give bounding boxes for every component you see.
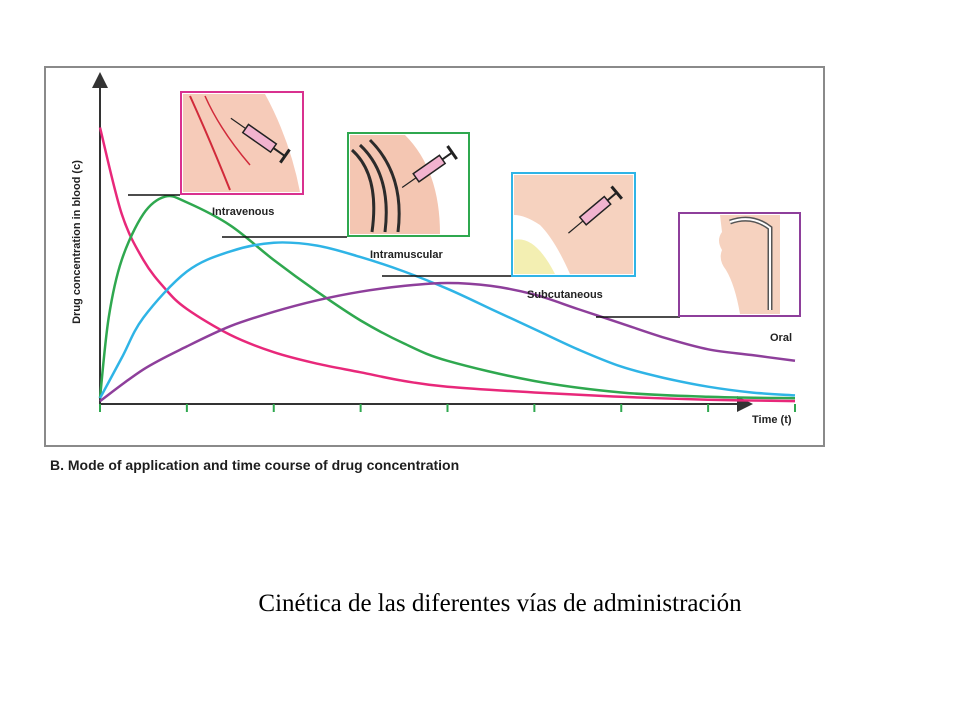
esophagus-highlight xyxy=(729,218,771,310)
x-axis-ticks xyxy=(99,404,796,412)
series-line-oral xyxy=(99,281,796,403)
x-axis-label: Time (t) xyxy=(752,414,792,426)
inset-label-subcutaneous: Subcutaneous xyxy=(527,289,603,301)
slide-title: Cinética de las diferentes vías de admin… xyxy=(258,590,742,617)
figure-caption: B. Mode of application and time course o… xyxy=(50,457,460,473)
syringe-icon xyxy=(401,145,458,188)
inset-oral: Oral xyxy=(678,212,801,344)
inset-intramuscular: Intramuscular xyxy=(347,132,470,261)
series-line-intravenous xyxy=(98,127,796,403)
inset-intravenous: Intravenous xyxy=(180,91,304,218)
syringe-icon xyxy=(230,117,291,164)
muscle-fiber-illustration xyxy=(350,138,401,233)
inset-label-intramuscular: Intramuscular xyxy=(370,249,443,261)
inset-label-oral: Oral xyxy=(770,332,792,344)
series-line-intramuscular xyxy=(98,194,796,400)
head-profile-illustration xyxy=(719,215,780,314)
arm-illustration xyxy=(183,94,300,192)
inset-subcutaneous: Subcutaneous xyxy=(511,172,636,301)
series-line-subcutaneous xyxy=(98,241,796,399)
inset-label-intravenous: Intravenous xyxy=(212,206,274,218)
fat-layer-illustration xyxy=(514,239,555,274)
vein-illustration xyxy=(189,95,231,191)
series-group xyxy=(98,127,796,403)
syringe-icon xyxy=(568,185,623,234)
y-axis-label: Drug concentration in blood (c) xyxy=(71,160,83,324)
vein-illustration xyxy=(204,95,251,166)
